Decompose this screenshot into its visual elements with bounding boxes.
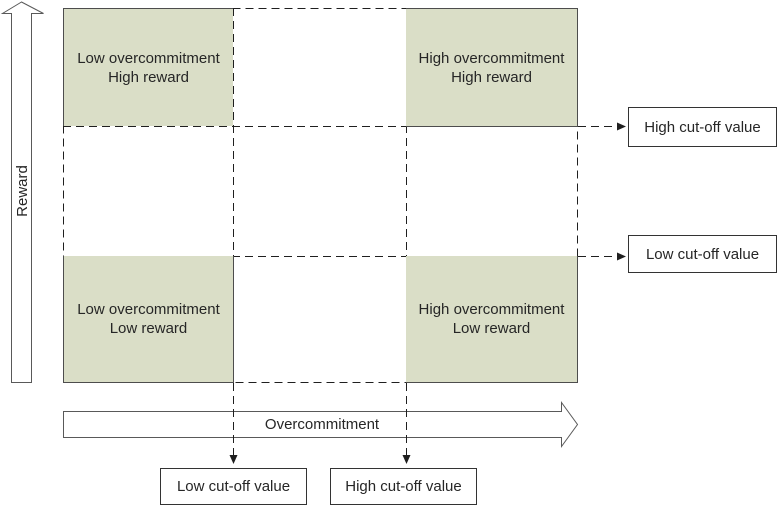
quadrant-label-line2: Low reward	[109, 320, 188, 337]
quadrant-low-overcommitment-high-reward: Low overcommitment High reward	[63, 8, 233, 126]
callout-high-cutoff-reward: High cut-off value	[628, 107, 777, 147]
quadrant-label-line1: High overcommitment	[418, 49, 565, 67]
y-axis-label: Reward	[13, 165, 31, 217]
quadrant-label-line2: High reward	[451, 68, 532, 86]
callout-label: Low cut-off value	[645, 245, 760, 263]
quadrant-label-line2: High reward	[108, 68, 189, 86]
reward-axis-arrow	[0, 1, 44, 383]
callout-low-cutoff-reward: Low cut-off value	[628, 235, 777, 273]
quadrant-label-line1: High overcommitment	[418, 301, 565, 318]
arrowhead-right-bottom	[617, 252, 626, 261]
quadrant-label-line2: Low reward	[452, 320, 531, 337]
quadrant-low-overcommitment-low-reward: Low overcommitment Low reward	[63, 256, 234, 383]
grid-outline	[63, 8, 578, 383]
arrowhead-bottom-left	[229, 455, 238, 464]
callout-label: High cut-off value	[345, 478, 462, 495]
callout-label: Low cut-off value	[176, 478, 291, 495]
callout-low-cutoff-overcommitment: Low cut-off value	[160, 468, 307, 505]
x-axis-label: Overcommitment	[264, 416, 380, 433]
quadrant-high-overcommitment-high-reward: High overcommitment High reward	[406, 8, 578, 127]
quadrant-label-line1: Low overcommitment	[77, 49, 220, 67]
quadrant-high-overcommitment-low-reward: High overcommitment Low reward	[406, 256, 578, 383]
overcommitment-axis-arrow	[63, 400, 579, 449]
arrowhead-right-top	[617, 122, 626, 131]
quadrant-label-line1: Low overcommitment	[77, 301, 220, 318]
arrowhead-bottom-right	[402, 455, 411, 464]
callout-high-cutoff-overcommitment: High cut-off value	[330, 468, 477, 505]
callout-label: High cut-off value	[644, 118, 761, 136]
